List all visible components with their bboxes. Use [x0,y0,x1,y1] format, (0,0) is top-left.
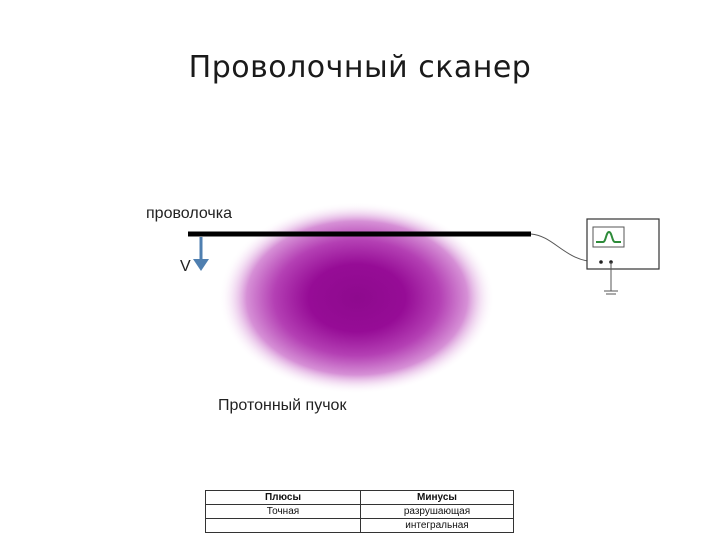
table-cell [205,518,361,533]
wire-label: проволочка [146,205,232,222]
pros-cons-table: Плюсы Минусы Точная разрушающая интеграл… [205,490,514,533]
velocity-arrow-icon [193,237,209,271]
table-cell: Точная [205,504,361,519]
beam-label: Протонный пучок [218,397,347,414]
table-cell: разрушающая [360,504,514,519]
ground-icon [604,262,618,295]
proton-beam [219,202,495,394]
table-header-row: Плюсы Минусы [205,490,514,505]
table-row: Точная разрушающая [205,504,514,519]
table-row: интегральная [205,518,514,533]
velocity-label: V [180,258,191,275]
oscilloscope-icon [586,218,660,270]
pros-header: Плюсы [205,490,361,505]
table-cell: интегральная [360,518,514,533]
cons-header: Минусы [360,490,514,505]
slide-title: Проволочный сканер [188,50,532,85]
